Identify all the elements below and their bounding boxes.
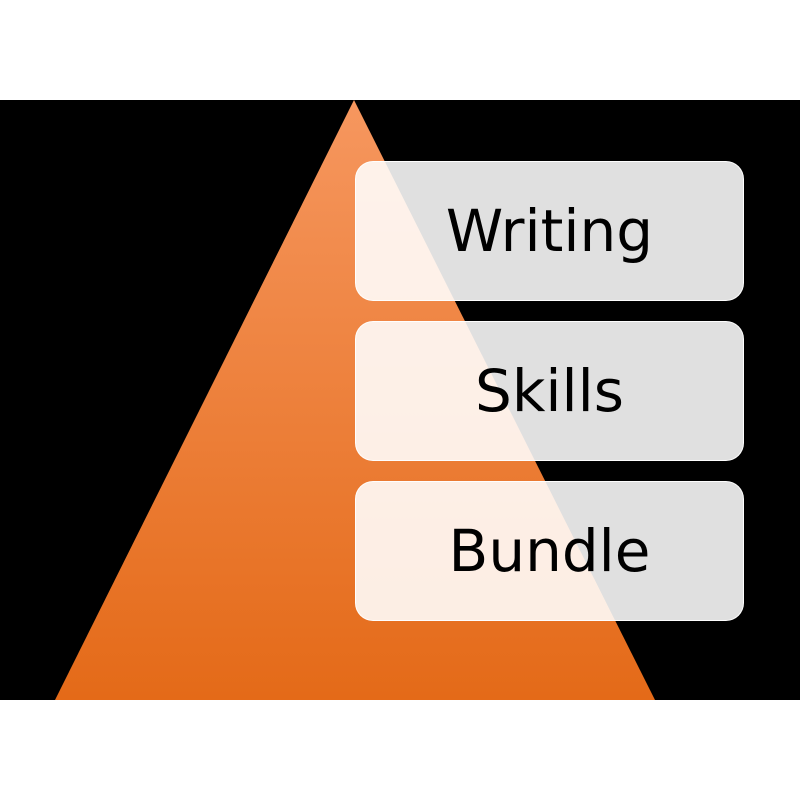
level-label-writing: Writing	[445, 197, 654, 265]
level-label-skills: Skills	[475, 357, 624, 425]
level-label-bundle: Bundle	[448, 517, 651, 585]
level-box-writing: Writing	[355, 161, 744, 301]
level-box-bundle: Bundle	[355, 481, 744, 621]
level-box-skills: Skills	[355, 321, 744, 461]
slide-background: Writing Skills Bundle	[0, 100, 800, 700]
